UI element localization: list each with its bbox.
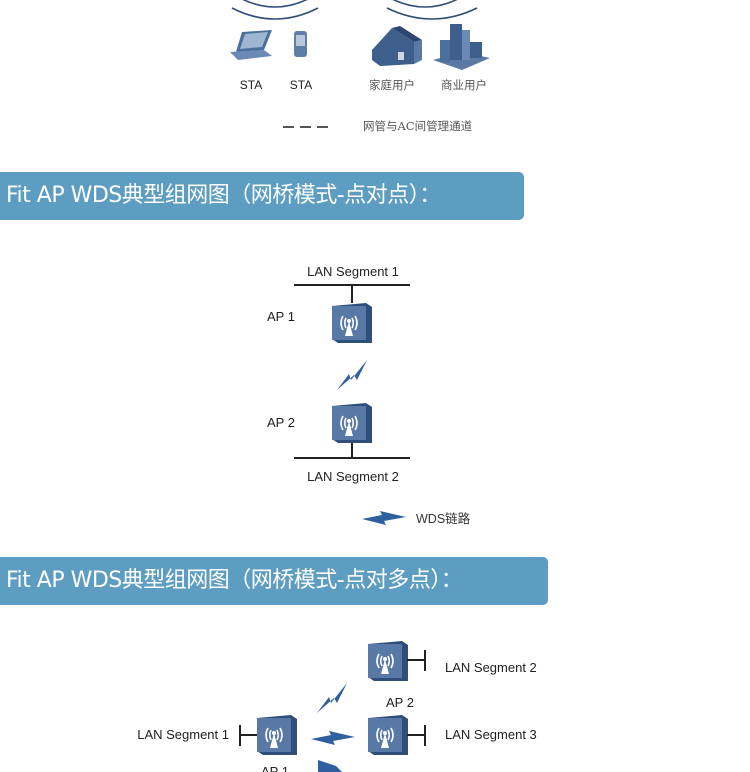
ap2-icon <box>367 640 409 682</box>
ap3-icon <box>367 714 409 756</box>
lan-segment-1-label: LAN Segment 1 <box>137 727 229 742</box>
sta-label-2: STA <box>290 78 312 92</box>
laptop-icon <box>230 30 272 60</box>
ap1-icon <box>331 302 373 344</box>
sta-label-1: STA <box>240 78 262 92</box>
lan-segment-2-label: LAN Segment 2 <box>445 660 537 675</box>
wds-link-icon-ap2 <box>317 683 347 713</box>
ap1-label: AP 1 <box>261 764 289 772</box>
ap1-label: AP 1 <box>267 309 295 324</box>
lan-segment-1-label: LAN Segment 1 <box>307 264 399 279</box>
wds-legend-icon <box>362 511 406 525</box>
wds-link-icon <box>337 360 367 390</box>
ap1-icon <box>256 714 298 756</box>
ap2-label: AP 2 <box>267 415 295 430</box>
wireless-arcs-left <box>231 0 319 20</box>
section-heading-p2mp: Fit AP WDS典型组网图（网桥模式-点对多点）： <box>0 557 548 605</box>
ap2-label: AP 2 <box>386 695 414 710</box>
home-user-label: 家庭用户 <box>369 78 415 92</box>
wds-link-icon-ap3 <box>311 731 355 745</box>
p2mp-diagram: LAN Segment 2 AP 2 LAN Segment 3 LAN Seg… <box>137 640 537 772</box>
p2p-diagram: LAN Segment 1 AP 1 AP 2 LAN Segment 2 WD… <box>267 264 471 526</box>
lan-segment-3-label: LAN Segment 3 <box>445 727 537 742</box>
wireless-arcs-right <box>386 0 478 20</box>
ap2-icon <box>331 402 373 444</box>
management-channel-legend: 网管与AC间管理通道 <box>363 119 473 133</box>
section-heading-p2p: Fit AP WDS典型组网图（网桥模式-点对点）： <box>0 172 524 220</box>
lan-segment-2-label: LAN Segment 2 <box>307 469 399 484</box>
business-user-label: 商业用户 <box>441 78 487 92</box>
top-diagram: STA STA 家庭用户 商业用户 网管与AC间管理通道 <box>230 0 490 133</box>
wds-legend-label: WDS链路 <box>416 511 471 526</box>
building-icon <box>433 24 490 70</box>
house-icon <box>372 26 422 66</box>
wds-link-icon-lower <box>318 760 342 772</box>
phone-icon <box>294 31 307 57</box>
